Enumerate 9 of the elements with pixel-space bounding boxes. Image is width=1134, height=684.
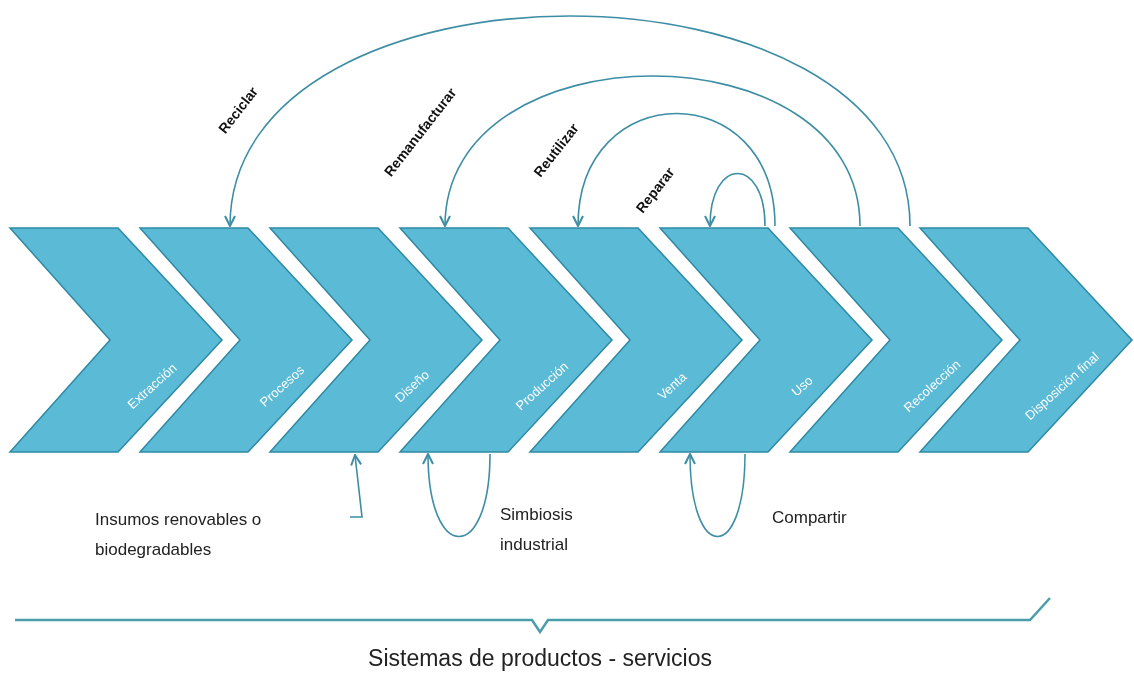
curved-arrow	[347, 454, 363, 518]
step-label: Uso	[788, 372, 816, 400]
curved-arrow	[573, 112, 776, 227]
curved-arrow	[422, 453, 491, 538]
curved-arrow	[226, 15, 911, 227]
curved-arrow	[684, 453, 746, 538]
curved-arrow	[440, 75, 861, 227]
curved-arrow	[704, 172, 766, 227]
bracket-caption: Sistemas de productos - servicios	[368, 645, 712, 672]
